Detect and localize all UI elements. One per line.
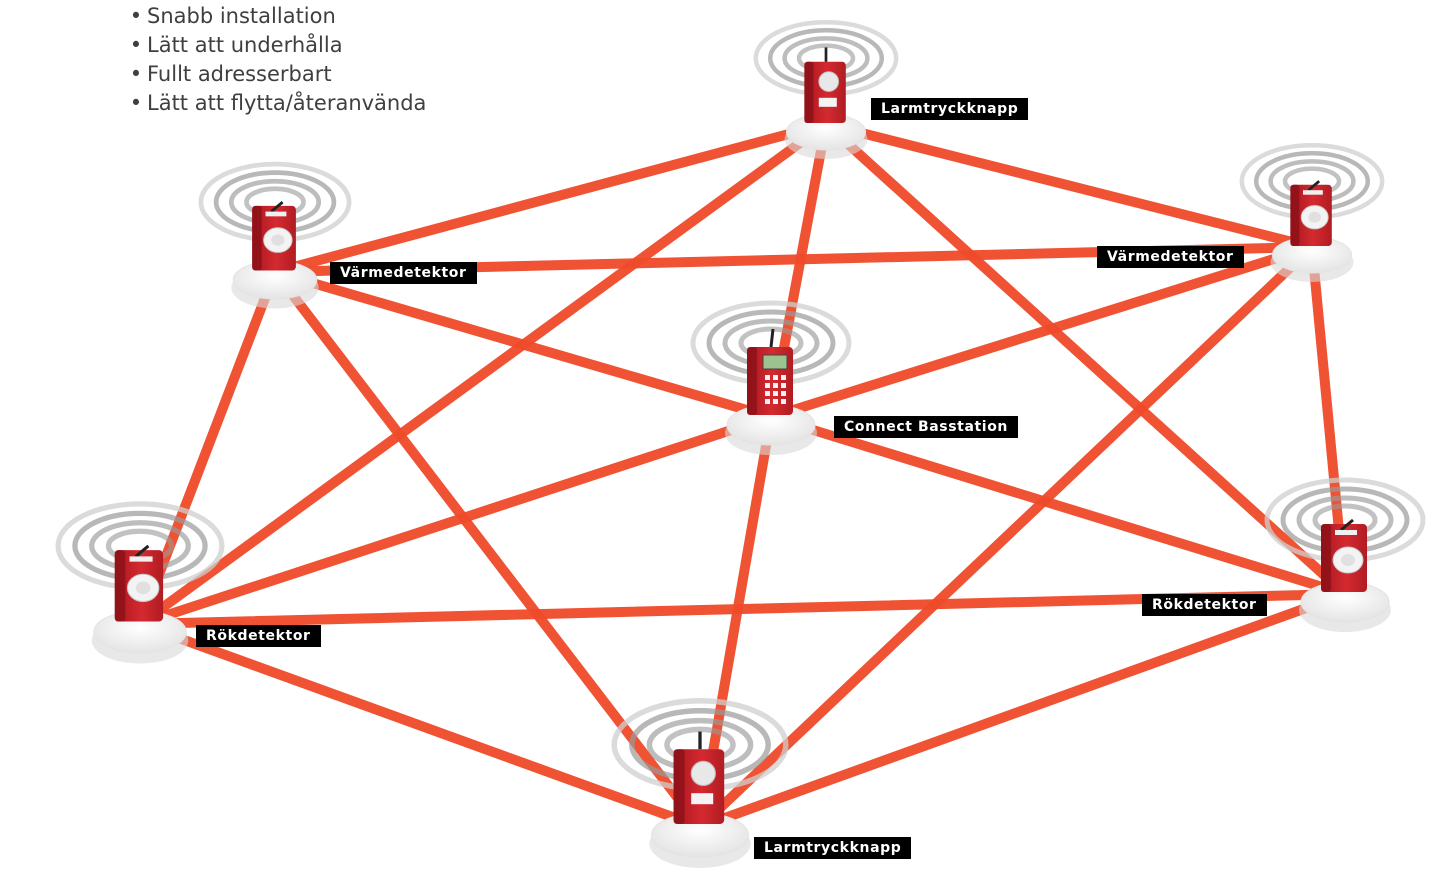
keypad-key: [765, 391, 770, 396]
link-right-bottom: [695, 589, 1350, 832]
node-bottom: [611, 698, 789, 868]
link-layer: [135, 119, 1350, 832]
glass-panel: [691, 793, 714, 805]
antenna-icon: [1340, 518, 1354, 532]
link-center-right: [766, 412, 1350, 599]
feature-list: Snabb installation Lätt att underhålla F…: [125, 2, 426, 118]
node-label-larmtryckknapp-bottom: Larmtryckknapp: [754, 837, 912, 859]
base-station-icon: [747, 328, 793, 415]
node-center: [690, 300, 852, 455]
device-side: [673, 749, 685, 824]
node-label-rokdetektor-right: Rökdetektor: [1142, 594, 1267, 616]
feature-item: Snabb installation: [125, 2, 426, 31]
keypad-key: [781, 375, 786, 380]
node-label-connect-basstation: Connect Basstation: [834, 416, 1018, 438]
heat-detector-icon: [1290, 180, 1332, 246]
node-label-varmedetektor-left: Värmedetektor: [330, 262, 477, 284]
keypad-key: [765, 383, 770, 388]
link-left-bottom: [135, 619, 705, 832]
node-left: [55, 501, 225, 664]
detector-center: [1341, 554, 1355, 566]
device-side: [114, 550, 126, 622]
feature-item: Fullt adresserbart: [125, 60, 426, 89]
node-label-rokdetektor-left: Rökdetektor: [196, 625, 321, 647]
heat-detector-icon: [252, 201, 296, 271]
keypad-key: [781, 383, 786, 388]
call-point-icon: [804, 47, 846, 123]
keypad-key: [781, 391, 786, 396]
antenna-icon: [134, 544, 150, 558]
link-ur-bottom: [695, 242, 1317, 832]
call-point-icon: [673, 731, 725, 824]
node-ur: [1239, 142, 1385, 282]
smoke-detector-icon: [114, 544, 164, 622]
keypad-key: [773, 399, 778, 404]
node-layer: [55, 19, 1426, 868]
link-top-ul: [270, 119, 831, 277]
antenna-icon: [1307, 180, 1321, 192]
node-right: [1264, 477, 1426, 632]
keypad-key: [773, 375, 778, 380]
link-top-left: [135, 119, 831, 629]
device-side: [252, 205, 262, 271]
display-icon: [762, 354, 788, 370]
label-strip: [1303, 190, 1323, 195]
push-button-icon: [690, 760, 716, 787]
keypad-key: [765, 375, 770, 380]
device-side: [1321, 524, 1331, 592]
link-ul-center: [270, 267, 776, 422]
antenna-icon: [270, 201, 284, 213]
device-side: [1290, 184, 1300, 246]
label-strip: [265, 211, 287, 217]
feature-item: Lätt att flytta/återanvända: [125, 89, 426, 118]
detector-center: [135, 581, 151, 595]
keypad-key: [773, 391, 778, 396]
keypad-key: [773, 383, 778, 388]
node-ul: [198, 161, 352, 309]
glass-panel: [818, 97, 837, 107]
smoke-detector-icon: [1321, 518, 1367, 592]
device-side: [747, 347, 757, 415]
label-strip: [129, 556, 153, 562]
label-strip: [1335, 530, 1357, 535]
device-side: [804, 61, 814, 123]
detector-center: [271, 234, 285, 246]
node-top: [753, 19, 899, 159]
node-label-varmedetektor-right: Värmedetektor: [1097, 246, 1244, 268]
keypad-key: [781, 399, 786, 404]
node-label-larmtryckknapp-top: Larmtryckknapp: [871, 98, 1029, 120]
push-button-icon: [818, 71, 840, 92]
detector-center: [1308, 211, 1321, 223]
link-center-left: [135, 412, 776, 629]
link-top-right: [821, 119, 1350, 599]
antenna-icon: [769, 328, 775, 348]
link-ur-center: [766, 242, 1317, 422]
keypad-key: [765, 399, 770, 404]
feature-item: Lätt att underhålla: [125, 31, 426, 60]
link-top-ur: [821, 119, 1317, 252]
link-ul-bottom: [270, 267, 705, 832]
